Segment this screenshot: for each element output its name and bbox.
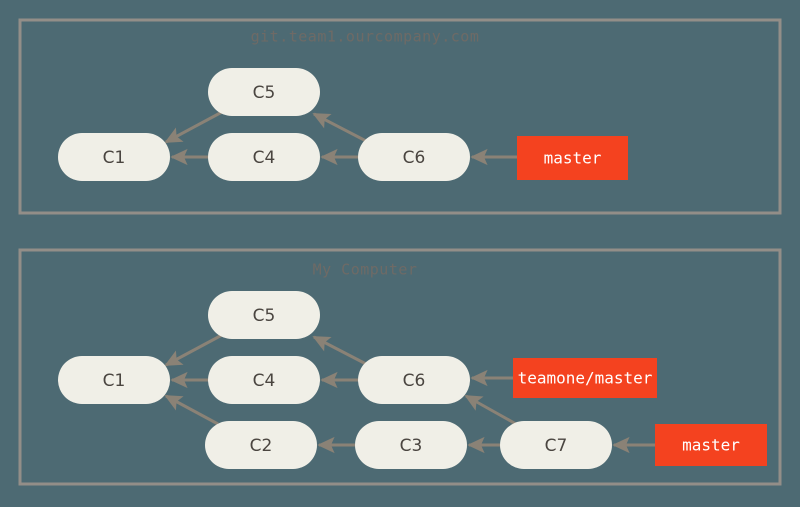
panel-border <box>18 248 782 486</box>
commit-label: C7 <box>545 436 568 456</box>
edge-C7-to-C6 <box>464 394 517 426</box>
commit-label: C2 <box>250 436 273 456</box>
commit-box[interactable] <box>208 291 320 339</box>
commit-label: C1 <box>103 148 126 168</box>
commit-label: C5 <box>253 83 276 103</box>
commit-box[interactable] <box>358 356 470 404</box>
branch-name: master <box>544 149 602 168</box>
commit-box[interactable] <box>358 133 470 181</box>
commit-box[interactable] <box>58 133 170 181</box>
commit-node-C1[interactable]: C1 <box>58 356 170 404</box>
branch-box[interactable] <box>517 136 628 180</box>
commit-box[interactable] <box>205 421 317 469</box>
branch-label-teamone-master[interactable]: teamone/master <box>513 358 657 398</box>
commit-label: C6 <box>403 371 426 391</box>
commit-box[interactable] <box>208 356 320 404</box>
edge-C6-to-C5 <box>312 335 369 367</box>
commit-node-C2[interactable]: C2 <box>205 421 317 469</box>
edge-C5-to-C1 <box>164 110 223 144</box>
commit-label: C3 <box>400 436 423 456</box>
edges-group <box>164 333 655 454</box>
branch-label-master[interactable]: master <box>517 136 628 180</box>
commit-node-C5[interactable]: C5 <box>208 291 320 339</box>
commit-node-C7[interactable]: C7 <box>500 421 612 469</box>
panel-title: git.team1.ourcompany.com <box>251 28 480 46</box>
commit-node-C4[interactable]: C4 <box>208 356 320 404</box>
branch-label-master[interactable]: master <box>655 424 767 466</box>
panel-border <box>18 18 782 215</box>
branch-box[interactable] <box>513 358 657 398</box>
commit-node-C5[interactable]: C5 <box>208 68 320 116</box>
panel-title: My Computer <box>313 261 418 279</box>
edges-group <box>164 110 517 166</box>
commit-node-C4[interactable]: C4 <box>208 133 320 181</box>
edge-C5-to-C1 <box>164 333 223 367</box>
commit-label: C6 <box>403 148 426 168</box>
commit-box[interactable] <box>58 356 170 404</box>
commit-node-C6[interactable]: C6 <box>358 133 470 181</box>
commit-label: C4 <box>253 148 276 168</box>
branch-box[interactable] <box>655 424 767 466</box>
commit-box[interactable] <box>208 133 320 181</box>
commit-box[interactable] <box>355 421 467 469</box>
branch-name: teamone/master <box>518 369 653 388</box>
branch-name: master <box>682 436 740 455</box>
branches-group: master <box>517 136 628 180</box>
edge-C2-to-C1 <box>164 394 219 426</box>
commit-box[interactable] <box>208 68 320 116</box>
commit-box[interactable] <box>500 421 612 469</box>
commits-group: C1 C4 C6 C5 <box>58 68 470 181</box>
branches-group: teamone/master master <box>513 358 767 466</box>
commit-label: C4 <box>253 371 276 391</box>
commit-node-C6[interactable]: C6 <box>358 356 470 404</box>
commit-node-C3[interactable]: C3 <box>355 421 467 469</box>
commit-node-C1[interactable]: C1 <box>58 133 170 181</box>
commit-label: C5 <box>253 306 276 326</box>
edge-C6-to-C5 <box>312 112 369 144</box>
commit-label: C1 <box>103 371 126 391</box>
